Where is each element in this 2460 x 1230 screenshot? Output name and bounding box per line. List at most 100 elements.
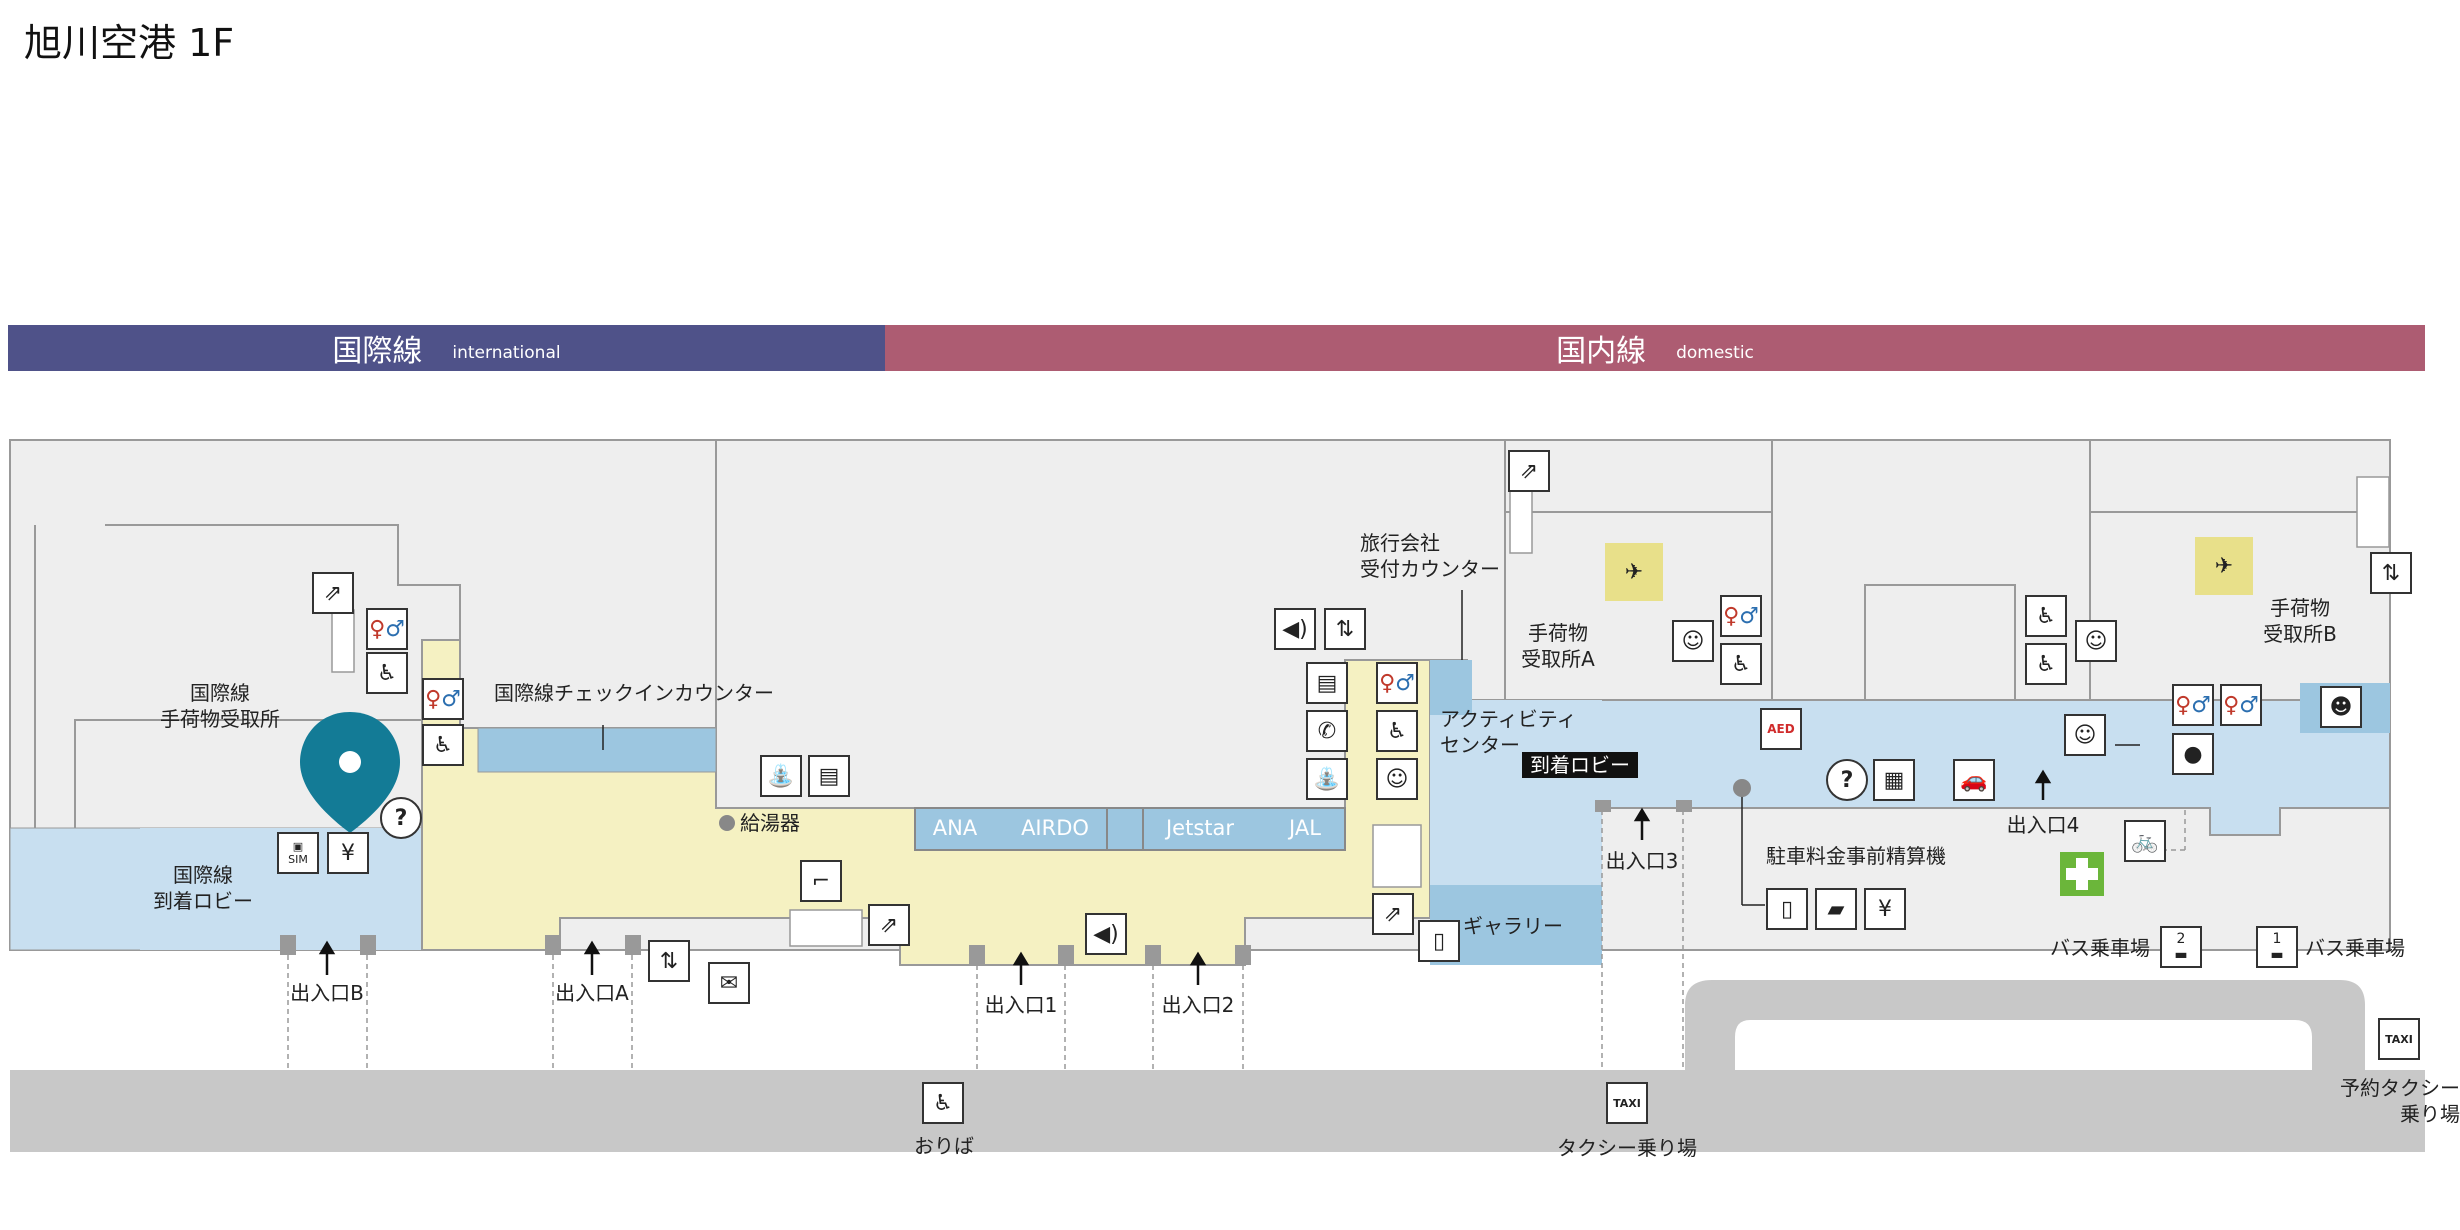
- telephone-icon: ✆: [1306, 710, 1348, 752]
- water-heater-label: 給湯器: [740, 811, 800, 835]
- entrance-1-label: 出入口1: [984, 993, 1058, 1017]
- airline-jal: JAL: [1289, 816, 1321, 840]
- intl-arrival-label: 国際線 到着ロビー: [153, 863, 253, 913]
- parking-machine-label: 駐車料金事前精算機: [1766, 844, 1946, 868]
- airline-ana: ANA: [932, 816, 978, 840]
- information-icon: ?: [1826, 759, 1868, 801]
- entrance-3-label: 出入口3: [1605, 849, 1679, 873]
- elevator-icon: ⇅: [648, 940, 690, 982]
- restroom-icon: ♀♂: [1376, 662, 1418, 704]
- airline-airdo: AIRDO: [1021, 816, 1089, 840]
- entrance-arrows: [318, 769, 2052, 985]
- escalator-icon: ⇗: [1508, 450, 1550, 492]
- arrival-lobby-label: 到着ロビー: [1522, 752, 1638, 778]
- elevator-icon: ⇅: [1324, 608, 1366, 650]
- international-band-en: international: [452, 343, 561, 363]
- travel-counter-label: 旅行会社 受付カウンター: [1360, 531, 1500, 581]
- entrance-guides: [287, 810, 2186, 1070]
- restroom-icon: ♀♂: [1720, 595, 1762, 637]
- restroom-icon: ♀♂: [422, 678, 464, 720]
- domestic-counters: [914, 807, 1346, 851]
- reserved-taxi-icon: TAXI: [2378, 1018, 2420, 1060]
- accessible-restroom-icon: ♿: [366, 652, 408, 694]
- international-band: 国際線 international: [8, 325, 885, 371]
- intl-baggage-label: 国際線 手荷物受取所: [160, 681, 280, 731]
- page-title: 旭川空港 1F: [24, 21, 235, 65]
- lost-and-found-icon: ☻: [2320, 686, 2362, 728]
- water-heater-dot: [719, 815, 735, 831]
- parking-machine-dot: [1733, 779, 1751, 797]
- domestic-band: 国内線 domestic: [885, 325, 2425, 371]
- drop-off-label: おりば: [914, 1134, 974, 1158]
- travel-counter-desk: [1430, 660, 1472, 715]
- escalator-icon: ⇗: [1372, 893, 1414, 935]
- rental-car-icon: 🚗: [1953, 759, 1995, 801]
- restroom-icon: ♀♂: [2172, 684, 2214, 726]
- announcement-speaker-icon: ◀): [1274, 608, 1316, 650]
- international-band-label: 国際線: [332, 334, 423, 369]
- intl-checkin-label: 国際線チェックインカウンター: [494, 681, 774, 705]
- airline-jetstar: Jetstar: [1165, 816, 1235, 840]
- sim-card-icon: ▣SIM: [277, 832, 319, 874]
- bus-loop: [1685, 980, 2365, 1070]
- taxi-stand-label: タクシー乗り場: [1557, 1136, 1697, 1160]
- information-icon: ?: [380, 797, 422, 839]
- bus-stop-1-label: バス乗車場: [2305, 936, 2405, 960]
- bus-stop-2-label: バス乗車場: [2050, 936, 2150, 960]
- accessible-restroom-icon: ♿: [422, 724, 464, 766]
- aed-icon: AED: [1760, 708, 1802, 750]
- elevator-icon: ⇅: [2370, 552, 2412, 594]
- baggage-claim-arrival-icon: ✈: [2195, 537, 2253, 595]
- activity-center-label: アクティビティ センター: [1440, 707, 1577, 757]
- baggage-a-label: 手荷物 受取所A: [1521, 621, 1595, 671]
- charging-station-icon: ▯: [1418, 920, 1460, 962]
- massage-chair-icon: ⌐: [800, 860, 842, 902]
- mail-icon: ✉: [708, 962, 750, 1004]
- nursing-room-icon: ●: [2172, 733, 2214, 775]
- currency-exchange-icon: ¥: [1864, 888, 1906, 930]
- stairs: [331, 469, 2390, 947]
- accessible-restroom-icon: ♿: [1720, 643, 1762, 685]
- accessible-restroom-icon: ♿: [1376, 710, 1418, 752]
- baby-changing-icon: ☺: [1672, 620, 1714, 662]
- road: [10, 1070, 2425, 1152]
- locker-icon: ▤: [1306, 662, 1348, 704]
- escalator-icon: ⇗: [312, 572, 354, 614]
- entrance-2-label: 出入口2: [1161, 993, 1235, 1017]
- locker-icon: ▤: [808, 755, 850, 797]
- escalator-icon: ⇗: [868, 904, 910, 946]
- entrance-4-label: 出入口4: [2006, 813, 2080, 837]
- parking-ticket-icon: ▰: [1815, 888, 1857, 930]
- intl-checkin-counter: [477, 727, 717, 773]
- baggage-b-label: 手荷物 受取所B: [2263, 596, 2337, 646]
- baby-changing-icon: ☺: [2075, 620, 2117, 662]
- domestic-band-label: 国内線: [1556, 334, 1647, 369]
- entrance-a-label: 出入口A: [555, 981, 629, 1005]
- first-aid-icon: [2060, 852, 2104, 896]
- baby-care-room-icon: ☺: [2064, 714, 2106, 756]
- accessible-restroom-icon: ♿: [2025, 643, 2067, 685]
- restroom-icon: ♀♂: [366, 608, 408, 650]
- taxi-icon: TAXI: [1606, 1082, 1648, 1124]
- leader-lines: [602, 590, 2140, 906]
- domestic-band-en: domestic: [1676, 343, 1754, 363]
- baggage-claim-arrival-icon: ✈: [1605, 543, 1663, 601]
- baby-changing-icon: ☺: [1376, 758, 1418, 800]
- baggage-storage-icon: ▦: [1873, 759, 1915, 801]
- current-location-pin: [300, 712, 400, 833]
- doors: [280, 800, 1692, 965]
- accessible-drop-off-icon: ♿: [922, 1082, 964, 1124]
- smartphone-payment-icon: ▯: [1766, 888, 1808, 930]
- middle-room: [1864, 584, 2016, 701]
- water-fountain-icon: ⛲: [760, 755, 802, 797]
- bus-stop-1-icon: 1▬: [2256, 926, 2298, 968]
- restroom-icon: ♀♂: [2220, 684, 2262, 726]
- bus-stop-2-icon: 2▬: [2160, 926, 2202, 968]
- announcement-speaker-icon: ◀): [1085, 913, 1127, 955]
- currency-exchange-icon: ¥: [327, 832, 369, 874]
- bicycle-parking-icon: 🚲: [2124, 820, 2166, 862]
- entrance-b-label: 出入口B: [290, 981, 364, 1005]
- accessible-restroom-icon: ♿: [2025, 595, 2067, 637]
- water-fountain-icon: ⛲: [1306, 758, 1348, 800]
